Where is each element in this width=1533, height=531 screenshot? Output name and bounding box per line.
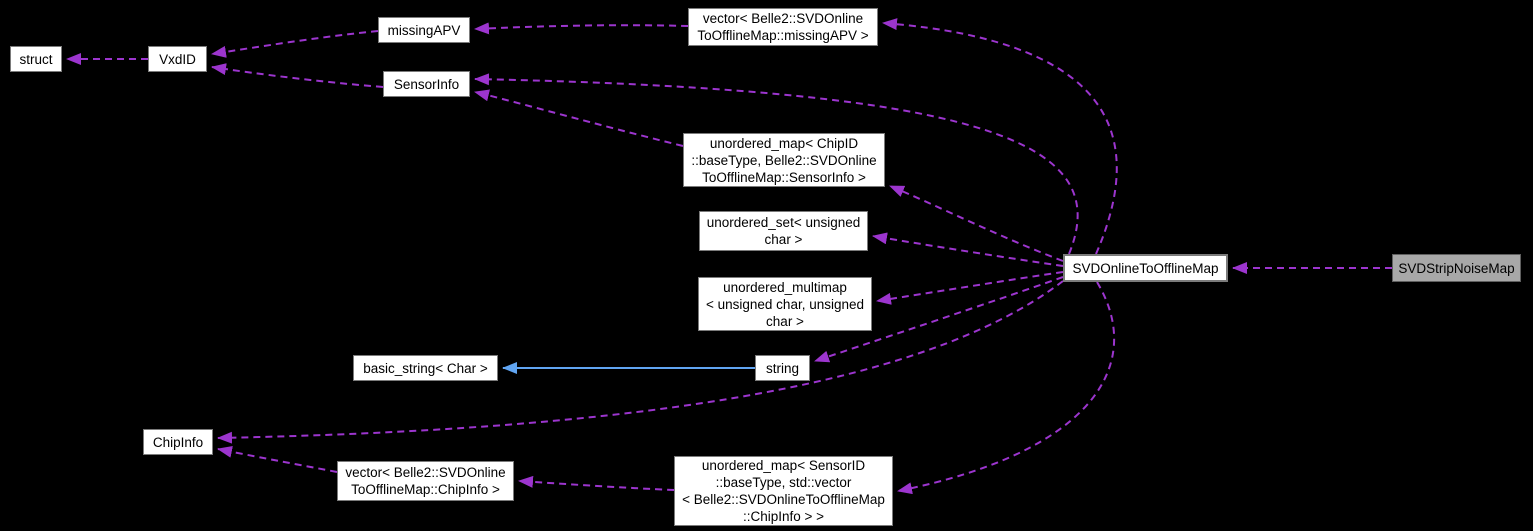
node-vector-chipinfo[interactable]: vector< Belle2::SVDOnline ToOfflineMap::… bbox=[337, 461, 514, 501]
edge-umap-sensorid-to-vector-chipinfo bbox=[518, 475, 675, 491]
edge-vector-missingapv-to-missingapv bbox=[474, 22, 689, 35]
edge-svdonline-to-chipinfo bbox=[217, 280, 1064, 444]
edge-svdonline-to-umap-chipid bbox=[889, 185, 1064, 262]
edge-sensorinfo-to-vxdid bbox=[211, 63, 384, 88]
node-svdstripnoisemap: SVDStripNoiseMap bbox=[1392, 254, 1521, 282]
edge-svdonline-to-vector-missingapv bbox=[882, 18, 1118, 255]
node-string[interactable]: string bbox=[755, 355, 810, 381]
node-svdonlinetoofflinemap[interactable]: SVDOnlineToOfflineMap bbox=[1063, 254, 1228, 282]
edge-svdonline-to-string bbox=[814, 276, 1064, 363]
edge-svdonline-to-sensorinfo bbox=[474, 73, 1079, 255]
node-vector-missingapv[interactable]: vector< Belle2::SVDOnline ToOfflineMap::… bbox=[688, 8, 878, 46]
node-sensorinfo[interactable]: SensorInfo bbox=[383, 71, 470, 97]
node-chipinfo[interactable]: ChipInfo bbox=[143, 429, 213, 455]
node-struct[interactable]: struct bbox=[10, 46, 62, 72]
node-vxdid[interactable]: VxdID bbox=[148, 46, 207, 72]
edge-vector-chipinfo-to-chipinfo bbox=[217, 445, 338, 473]
node-missingapv[interactable]: missingAPV bbox=[378, 17, 470, 43]
edge-umap-chipid-to-sensorinfo bbox=[474, 89, 684, 147]
node-unordered-map-chipid[interactable]: unordered_map< ChipID ::baseType, Belle2… bbox=[683, 133, 885, 187]
node-unordered-map-sensorid[interactable]: unordered_map< SensorID ::baseType, std:… bbox=[674, 456, 893, 526]
node-unordered-multimap-unsigned-char[interactable]: unordered_multimap < unsigned char, unsi… bbox=[698, 277, 872, 331]
node-unordered-set-unsigned-char[interactable]: unordered_set< unsigned char > bbox=[699, 211, 868, 251]
node-basic-string[interactable]: basic_string< Char > bbox=[353, 355, 498, 381]
edge-missingapv-to-vxdid bbox=[211, 30, 379, 58]
edge-svdonline-to-uset bbox=[872, 232, 1064, 267]
edge-svdonline-to-umap-sensorid bbox=[897, 281, 1115, 495]
